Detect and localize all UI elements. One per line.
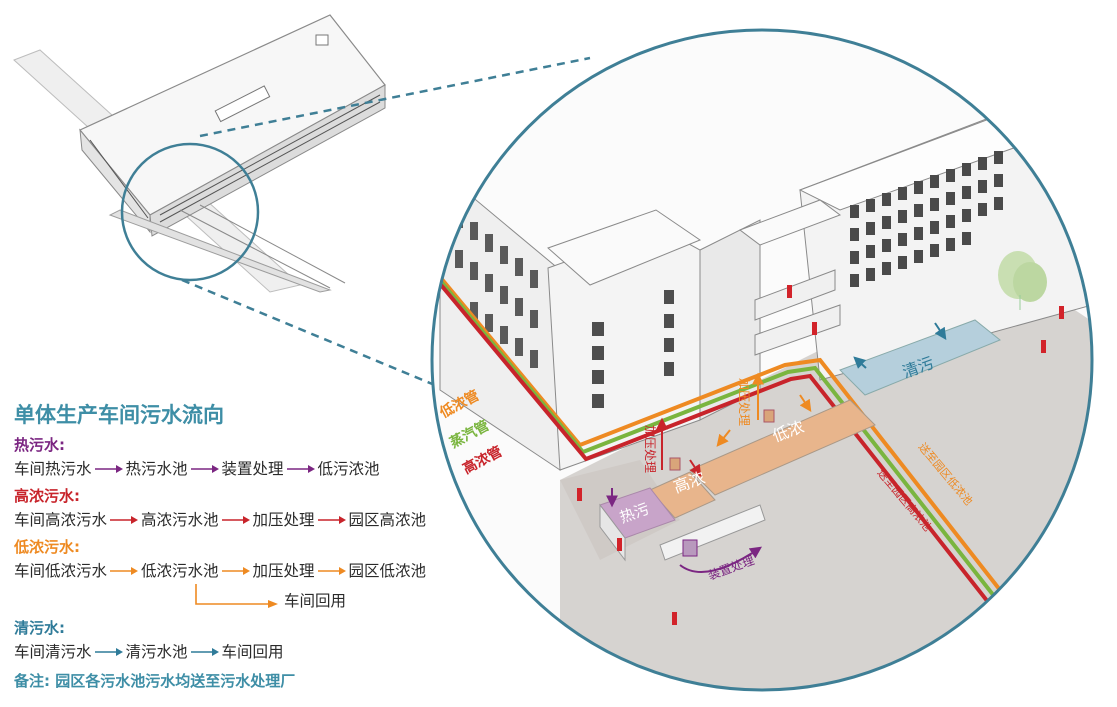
flow-step: 车间低浓污水 xyxy=(14,562,108,580)
branch-arrow-icon xyxy=(195,584,278,608)
flow-step: 清污水池 xyxy=(125,643,188,661)
arrow-icon xyxy=(190,648,219,656)
flow-step: 车间清污水 xyxy=(14,643,92,661)
clean-sewage-heading: 清污水: xyxy=(14,619,65,637)
hot-sewage-heading: 热污水: xyxy=(14,436,65,454)
pipe-bundle xyxy=(432,263,1002,604)
flow-step: 装置处理 xyxy=(221,460,284,478)
process-label-pressure-low: 加压处理 xyxy=(737,378,751,426)
sewage-pools xyxy=(599,319,1001,562)
flow-legend: 单体生产车间污水流向 热污水: 车间热污水 热污水池 装置处理 低污浓池 高浓污… xyxy=(14,400,474,693)
hot-sewage-flow: 车间热污水 热污水池 装置处理 低污浓池 xyxy=(14,456,474,482)
branch-step: 车间回用 xyxy=(284,592,347,610)
people-figures xyxy=(577,285,1064,625)
flow-step: 低污浓池 xyxy=(317,460,380,478)
low-sewage-heading: 低浓污水: xyxy=(14,538,80,556)
arrow-icon xyxy=(94,465,123,473)
flow-step: 园区低浓池 xyxy=(348,562,427,580)
flow-step: 热污水池 xyxy=(125,460,188,478)
high-sewage-flow: 车间高浓污水 高浓污水池 加压处理 园区高浓池 xyxy=(14,507,474,533)
process-label-pressure-high: 加压处理 xyxy=(643,425,657,473)
overview-building xyxy=(13,14,386,293)
arrow-icon xyxy=(221,567,250,575)
arrow-icon xyxy=(221,516,250,524)
detail-view: 低浓管 蒸汽管 高浓管 清污 低浓 高浓 热污 加压处理 加压处理 装置处理 送… xyxy=(432,30,1092,690)
arrow-icon xyxy=(110,567,139,575)
overview-zoom-ring xyxy=(120,142,260,282)
trees xyxy=(998,251,1047,310)
flow-step: 车间热污水 xyxy=(14,460,92,478)
low-sewage-branch: 车间回用 xyxy=(14,584,474,614)
arrow-icon xyxy=(286,465,315,473)
low-sewage-flow: 车间低浓污水 低浓污水池 加压处理 园区低浓池 xyxy=(14,558,474,584)
flow-step: 加压处理 xyxy=(252,511,315,529)
legend-title: 单体生产车间污水流向 xyxy=(14,403,224,427)
arrow-icon xyxy=(317,516,346,524)
flow-step: 高浓污水池 xyxy=(141,511,219,529)
arrow-icon xyxy=(110,516,139,524)
flow-step: 车间高浓污水 xyxy=(14,511,108,529)
zoom-link-top xyxy=(199,56,591,138)
detail-view-border xyxy=(430,28,1094,692)
arrow-icon xyxy=(317,567,346,575)
flow-step: 园区高浓池 xyxy=(348,511,427,529)
flow-step: 车间回用 xyxy=(221,643,284,661)
arrow-icon xyxy=(190,465,219,473)
flow-step: 加压处理 xyxy=(252,562,315,580)
clean-sewage-flow: 车间清污水 清污水池 车间回用 xyxy=(14,639,474,665)
legend-note: 备注: 园区各污水池污水均送至污水处理厂 xyxy=(14,672,296,690)
flow-step: 低浓污水池 xyxy=(141,562,219,580)
high-sewage-heading: 高浓污水: xyxy=(14,487,80,505)
zoom-link-bottom xyxy=(181,278,467,400)
arrow-icon xyxy=(94,648,123,656)
flow-arrows xyxy=(606,322,947,573)
